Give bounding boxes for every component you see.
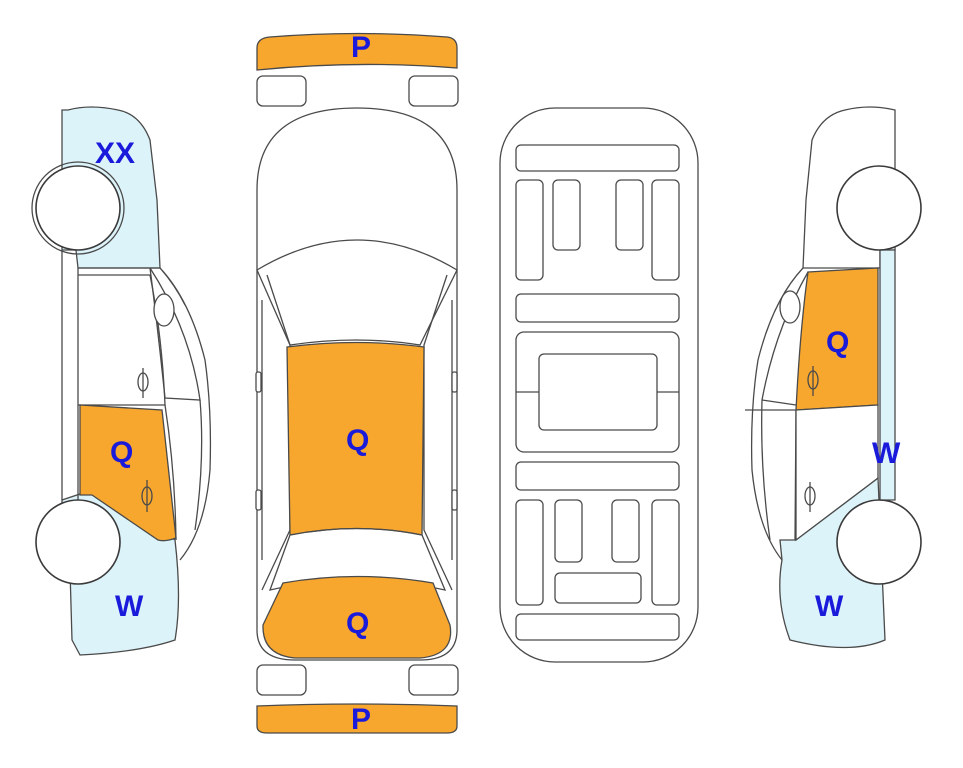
headlight-left — [256, 75, 307, 107]
left-body-outline — [61, 250, 212, 561]
underbody-front-mount-left — [552, 179, 581, 251]
right-door-handle-rear — [807, 366, 819, 396]
underbody-rear-rail-right — [651, 499, 680, 606]
left-door-handle-rear — [141, 480, 153, 512]
underbody-rear-tank — [554, 572, 642, 604]
left-rear-pillar — [164, 399, 203, 541]
left-front-door — [78, 274, 166, 406]
left-mirror — [153, 293, 175, 327]
trunk-lid-panel — [262, 575, 452, 659]
underbody-crossmember-front — [515, 293, 680, 323]
windshield — [256, 239, 458, 346]
left-front-wheel — [35, 165, 121, 251]
label-right-rear-rocker: W — [872, 437, 901, 470]
right-rear-rocker-panel — [879, 249, 896, 501]
label-left-rear-door: Q — [110, 436, 133, 469]
headlight-right — [408, 75, 459, 107]
top-side-mark-left — [255, 489, 262, 511]
label-right-rear-quarter: W — [815, 590, 844, 623]
label-front-bumper: P — [351, 31, 371, 64]
right-front-wheel — [836, 165, 922, 251]
left-door-handle-front — [137, 368, 149, 398]
underbody-front-rail-right — [651, 179, 680, 281]
label-roof: Q — [346, 424, 369, 457]
right-mirror — [779, 290, 801, 324]
taillight-right — [408, 664, 459, 696]
rear-bumper-panel — [256, 703, 458, 734]
underbody-rear-mount-right — [611, 499, 640, 563]
front-bumper-panel — [256, 32, 458, 71]
label-right-rear-door: Q — [826, 326, 849, 359]
right-door-handle-front — [804, 482, 816, 512]
label-trunk-lid: Q — [346, 607, 369, 640]
underbody-front-rail-left — [515, 179, 544, 281]
top-side-mark-right — [451, 489, 458, 511]
right-side-view: Q W W — [745, 106, 922, 649]
label-rear-bumper: P — [351, 703, 371, 736]
top-mirror-right — [451, 371, 458, 393]
underbody-view — [499, 107, 699, 663]
top-view: P Q Q P — [255, 31, 459, 736]
label-left-front-fender: XX — [95, 137, 135, 170]
underbody-crossmember-rear — [515, 461, 680, 491]
taillight-left — [256, 664, 307, 696]
left-rear-wheel — [35, 499, 121, 585]
underbody-front-mount-right — [615, 179, 644, 251]
top-mirror-left — [255, 371, 262, 393]
underbody-rear-mount-left — [554, 499, 583, 563]
left-side-view: XX Q W — [31, 106, 212, 656]
right-body-outline — [750, 267, 804, 561]
underbody-rear-rail-left — [515, 499, 544, 606]
underbody-rear-bar — [515, 613, 680, 641]
right-front-door — [795, 404, 879, 542]
underbody-front-bar — [515, 144, 680, 172]
underbody-outline — [499, 107, 699, 663]
left-front-wheel-arch — [31, 161, 125, 255]
right-rear-wheel — [836, 499, 922, 585]
label-left-rear-quarter: W — [115, 590, 144, 623]
